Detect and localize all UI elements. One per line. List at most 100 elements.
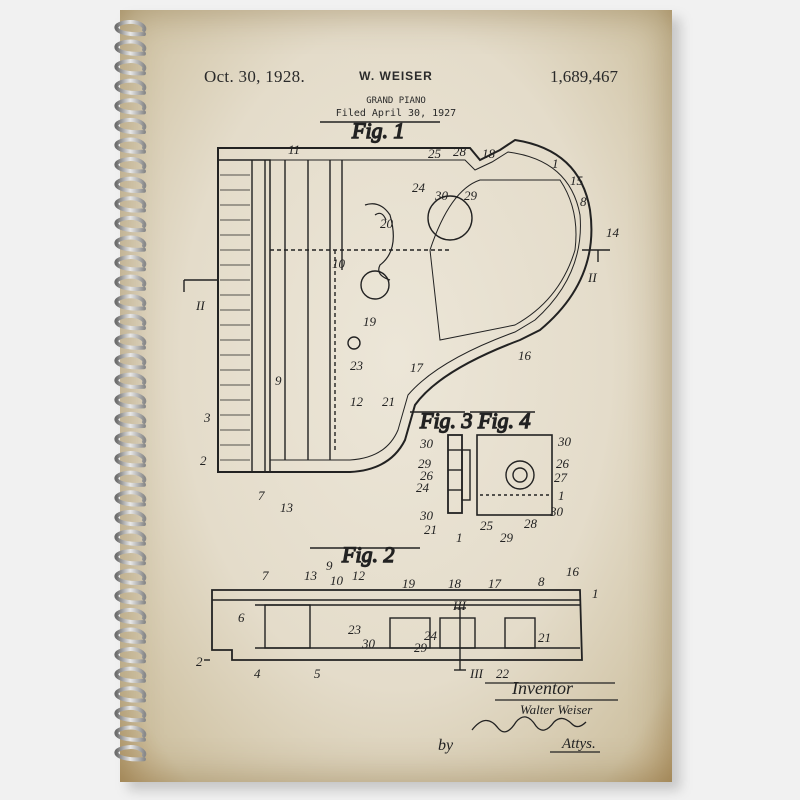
spiral-coil — [114, 59, 147, 76]
fig3-title: Fig. 3 — [410, 407, 473, 434]
notebook-page: Oct. 30, 1928. W. WEISER 1,689,467 GRAND… — [120, 10, 672, 782]
spiral-coil — [114, 137, 147, 154]
fig3-drawing — [447, 434, 471, 514]
spiral-coil — [114, 627, 147, 644]
label-f2-1: 1 — [592, 586, 599, 601]
label-14: 14 — [606, 225, 620, 240]
label-20: 20 — [380, 216, 394, 231]
label-f2-5: 5 — [314, 666, 321, 681]
spiral-coil — [114, 39, 147, 56]
spiral-coil — [114, 353, 147, 370]
fig1-labels: 11 25 28 18 1 15 8 14 20 24 30 29 10 19 … — [195, 142, 620, 515]
spiral-coil — [114, 20, 147, 37]
label-1: 1 — [552, 156, 559, 171]
label-f4-30: 30 — [557, 434, 572, 449]
label-f4-26: 26 — [556, 456, 570, 471]
spiral-coil — [114, 157, 147, 174]
patent-date: Oct. 30, 1928. — [204, 67, 305, 86]
fig4-labels: 30 26 27 1 30 25 28 29 — [480, 434, 572, 545]
spiral-coil — [114, 333, 147, 350]
spiral-coil — [114, 509, 147, 527]
label-f4-25: 25 — [480, 518, 494, 533]
label-f2-13: 13 — [304, 568, 318, 583]
label-f2-16: 16 — [566, 564, 580, 579]
spiral-coil — [114, 451, 147, 468]
label-f2-8: 8 — [538, 574, 545, 589]
section-mark-bottom-bottom: III — [469, 666, 484, 681]
label-f2-4: 4 — [254, 666, 261, 681]
label-f3-21: 21 — [424, 522, 437, 537]
spiral-coil — [114, 588, 147, 605]
label-f2-24: 24 — [424, 628, 438, 643]
label-19: 19 — [363, 314, 377, 329]
spiral-coil — [114, 274, 147, 291]
label-13: 13 — [280, 500, 294, 515]
spiral-coil — [114, 686, 147, 703]
patent-number: 1,689,467 — [550, 67, 618, 86]
spiral-coil — [114, 78, 147, 95]
fig3-labels: 30 29 26 24 30 21 1 — [416, 436, 463, 545]
label-24: 24 — [412, 180, 426, 195]
fig2-drawing — [204, 589, 583, 671]
spiral-coil — [114, 666, 147, 683]
label-28: 28 — [453, 144, 467, 159]
section-mark-left: II — [195, 298, 205, 313]
label-9: 9 — [275, 373, 282, 388]
spiral-coil — [114, 549, 147, 566]
fig2-labels: 7 13 9 10 12 19 18 17 8 16 1 6 23 30 24 … — [196, 558, 599, 681]
label-29: 29 — [464, 188, 478, 203]
label-f3-30b: 30 — [419, 508, 434, 523]
spiral-coil — [114, 372, 147, 389]
spiral-coil — [114, 215, 147, 233]
label-11: 11 — [288, 142, 300, 157]
spiral-coil — [114, 725, 147, 742]
label-17: 17 — [410, 360, 424, 375]
label-f2-29: 29 — [414, 640, 428, 655]
label-f3-1: 1 — [456, 530, 463, 545]
spiral-coil — [114, 255, 147, 272]
section-mark-right: II — [587, 270, 597, 285]
inventor-heading: Inventor — [511, 678, 574, 698]
label-8: 8 — [580, 194, 587, 209]
spiral-coil — [114, 411, 147, 429]
spiral-coil — [114, 490, 147, 507]
label-f2-12: 12 — [352, 568, 366, 583]
label-10: 10 — [332, 256, 346, 271]
patent-title: GRAND PIANO — [366, 96, 426, 106]
label-15: 15 — [570, 173, 584, 188]
label-f2-7: 7 — [262, 568, 269, 583]
label-f2-21: 21 — [538, 630, 551, 645]
spiral-coil — [114, 235, 147, 252]
fig4-title: Fig. 4 — [470, 407, 535, 434]
label-f2-17: 17 — [488, 576, 502, 591]
attorney-label: Attys. — [561, 736, 596, 752]
fig2-label: Fig. 2 — [341, 542, 395, 567]
spiral-coil — [114, 313, 147, 331]
fig1-title: Fig. 1 — [320, 117, 440, 144]
label-f2-6: 6 — [238, 610, 245, 625]
label-f2-30: 30 — [361, 636, 376, 651]
label-f2-22: 22 — [496, 666, 510, 681]
spiral-binding — [114, 20, 147, 762]
spiral-coil — [114, 176, 147, 193]
patent-filed: Filed April 30, 1927 — [335, 108, 457, 119]
fig2-title: Fig. 2 — [310, 541, 420, 568]
label-f4-1: 1 — [558, 488, 565, 503]
spiral-coil — [114, 117, 147, 135]
label-f2-18: 18 — [448, 576, 462, 591]
label-f3-26: 26 — [420, 468, 434, 483]
label-f4-29: 29 — [500, 530, 514, 545]
label-f4-28: 28 — [524, 516, 538, 531]
label-f4-27: 27 — [554, 470, 568, 485]
label-f2-9: 9 — [326, 558, 333, 573]
label-18: 18 — [482, 146, 496, 161]
spiral-coil — [114, 647, 147, 664]
spiral-coil — [114, 470, 147, 487]
spiral-coil — [114, 745, 147, 762]
label-f2-23: 23 — [348, 622, 362, 637]
label-f2-2: 2 — [196, 654, 203, 669]
spiral-coil — [114, 392, 147, 409]
label-16: 16 — [518, 348, 532, 363]
fig1-piano-outline — [183, 138, 610, 473]
signature-block: Inventor Walter Weiser by Attys. — [438, 678, 618, 754]
